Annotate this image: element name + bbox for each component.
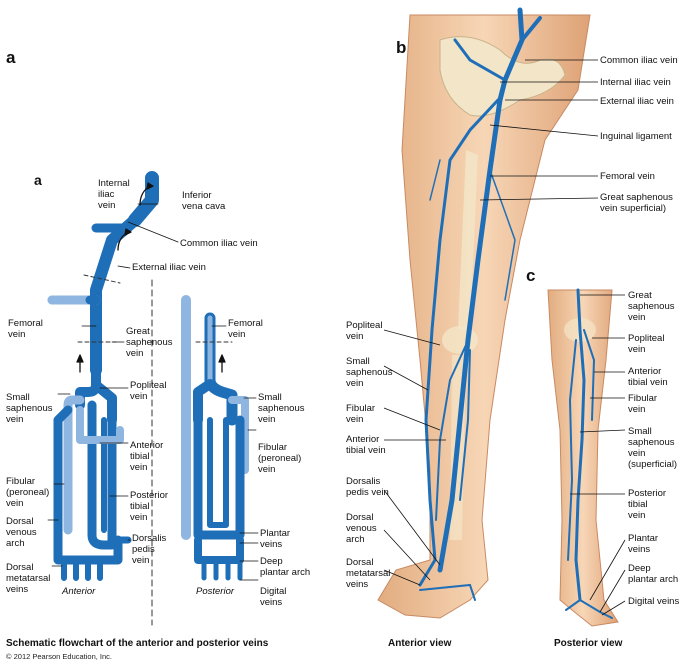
label-c-small-saphenous: Small saphenous vein (superficial) — [628, 426, 678, 470]
figure-letter: a — [6, 48, 16, 67]
posterior-tibial-pair — [193, 415, 245, 540]
label-external-iliac: External iliac vein — [132, 262, 206, 273]
label-popliteal: Popliteal vein — [130, 380, 167, 402]
label-dorsal-venous-arch: Dorsal venous arch — [6, 516, 37, 549]
label-b-fibular: Fibular vein — [346, 403, 376, 425]
label-b-small-saphenous: Small saphenous vein — [346, 356, 393, 389]
label-b-femoral: Femoral vein — [600, 171, 655, 182]
label-internal-iliac: Internal iliac vein — [98, 178, 130, 211]
label-c-plantar: Plantar veins — [628, 533, 659, 555]
label-b-internal-iliac: Internal iliac vein — [600, 77, 671, 88]
label-b-external-iliac: External iliac vein — [600, 96, 674, 107]
label-b-great-saphenous: Great saphenous vein superficial) — [600, 192, 673, 214]
label-digital: Digital veins — [260, 586, 287, 608]
iliac-femoral-vein — [90, 214, 141, 376]
label-anterior: Anterior — [62, 586, 96, 597]
label-b-popliteal: Popliteal vein — [346, 320, 383, 342]
label-fibular-right: Fibular (peroneal) vein — [258, 442, 302, 475]
photo-leader-lines — [383, 59, 626, 616]
label-dorsalis-pedis: Dorsalis pedis vein — [132, 533, 167, 566]
small-saphenous-vein-schematic — [63, 395, 85, 535]
label-anterior-tibial: Anterior tibial vein — [130, 440, 164, 473]
copyright: © 2012 Pearson Education, Inc. — [6, 652, 113, 661]
label-small-saphenous-left: Small saphenous vein — [6, 392, 53, 425]
caption-anterior-view: Anterior view — [388, 638, 452, 649]
label-c-great-saphenous: Great saphenous vein — [628, 290, 675, 323]
label-fibular-left: Fibular (peroneal) vein — [6, 476, 50, 509]
label-b-anterior-tibial: Anterior tibial vein — [346, 434, 386, 456]
label-inferior-vena-cava: Inferior vena cava — [182, 190, 226, 212]
label-b-dorsal-metatarsal: Dorsal metatarsal veins — [346, 557, 391, 590]
label-c-popliteal: Popliteal vein — [628, 333, 665, 355]
label-small-saphenous-right: Small saphenous vein — [258, 392, 305, 425]
label-posterior-tibial: Posterior tibial vein — [130, 490, 169, 523]
label-c-anterior-tibial: Anterior tibial vein — [628, 366, 668, 388]
label-c-digital: Digital veins — [628, 596, 680, 607]
anterior-leg-illustration — [377, 7, 591, 619]
label-femoral-left: Femoral vein — [8, 318, 43, 340]
label-b-dorsalis-pedis: Dorsalis pedis vein — [346, 476, 389, 498]
label-c-fibular: Fibular vein — [628, 393, 658, 415]
schematic-diagram — [47, 171, 259, 626]
label-dorsal-metatarsal: Dorsal metatarsal veins — [6, 562, 51, 595]
tibial-veins-schematic — [87, 400, 117, 550]
caption-schematic: Schematic flowchart of the anterior and … — [6, 638, 269, 649]
panel-letter-b: b — [396, 38, 407, 57]
label-b-dorsal-venous-arch: Dorsal venous arch — [346, 512, 377, 545]
label-c-deep-plantar-arch: Deep plantar arch — [628, 563, 679, 585]
label-plantar: Plantar veins — [260, 528, 291, 550]
label-c-posterior-tibial: Posterior tibial vein — [628, 488, 667, 521]
label-common-iliac: Common iliac vein — [180, 238, 258, 249]
panel-letter-a: a — [34, 172, 42, 188]
label-posterior: Posterior — [196, 586, 235, 597]
caption-posterior-view: Posterior view — [554, 638, 623, 649]
label-b-common-iliac: Common iliac vein — [600, 55, 678, 66]
label-femoral-right: Femoral vein — [228, 318, 263, 340]
posterior-leg-illustration — [547, 288, 619, 627]
panel-letter-c: c — [526, 266, 536, 285]
label-b-inguinal-ligament: Inguinal ligament — [600, 131, 672, 142]
label-great-saphenous: Great saphenous vein — [126, 326, 173, 359]
label-deep-plantar-arch: Deep plantar arch — [260, 556, 311, 578]
